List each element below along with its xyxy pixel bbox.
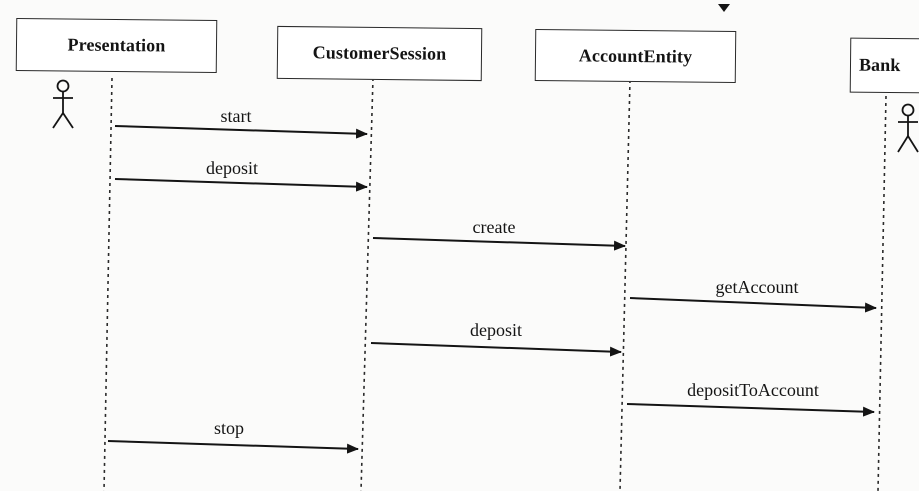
participant-presentation: Presentation <box>15 17 218 74</box>
message-arrow <box>114 125 368 139</box>
participant-bank: Bank <box>849 37 919 94</box>
message-arrow <box>626 403 875 417</box>
lifeline-presentation <box>103 77 113 491</box>
participant-customer-session: CustomerSession <box>276 25 483 82</box>
message-label: depositToAccount <box>687 380 819 400</box>
participant-label: AccountEntity <box>578 44 693 67</box>
participant-account-entity: AccountEntity <box>534 28 737 84</box>
message-label: deposit <box>470 320 522 340</box>
actor-icon <box>897 103 919 153</box>
lifeline-customer-session <box>360 77 374 491</box>
lifeline-bank <box>877 95 887 491</box>
message-label: start <box>220 106 252 126</box>
lifeline-account-entity <box>619 79 631 491</box>
message-arrow <box>372 237 626 251</box>
message-arrow <box>107 440 359 454</box>
participant-label: Bank <box>858 54 901 76</box>
message-label: create <box>472 217 516 237</box>
actor-icon <box>52 79 74 129</box>
participant-label: Presentation <box>67 34 166 56</box>
message-arrow <box>370 342 622 357</box>
message-label: getAccount <box>715 277 799 297</box>
stray-mark <box>718 4 730 12</box>
message-label: deposit <box>206 158 258 178</box>
message-arrow <box>114 178 368 192</box>
message-arrow <box>629 297 877 313</box>
message-label: stop <box>213 418 245 438</box>
participant-label: CustomerSession <box>312 42 447 64</box>
